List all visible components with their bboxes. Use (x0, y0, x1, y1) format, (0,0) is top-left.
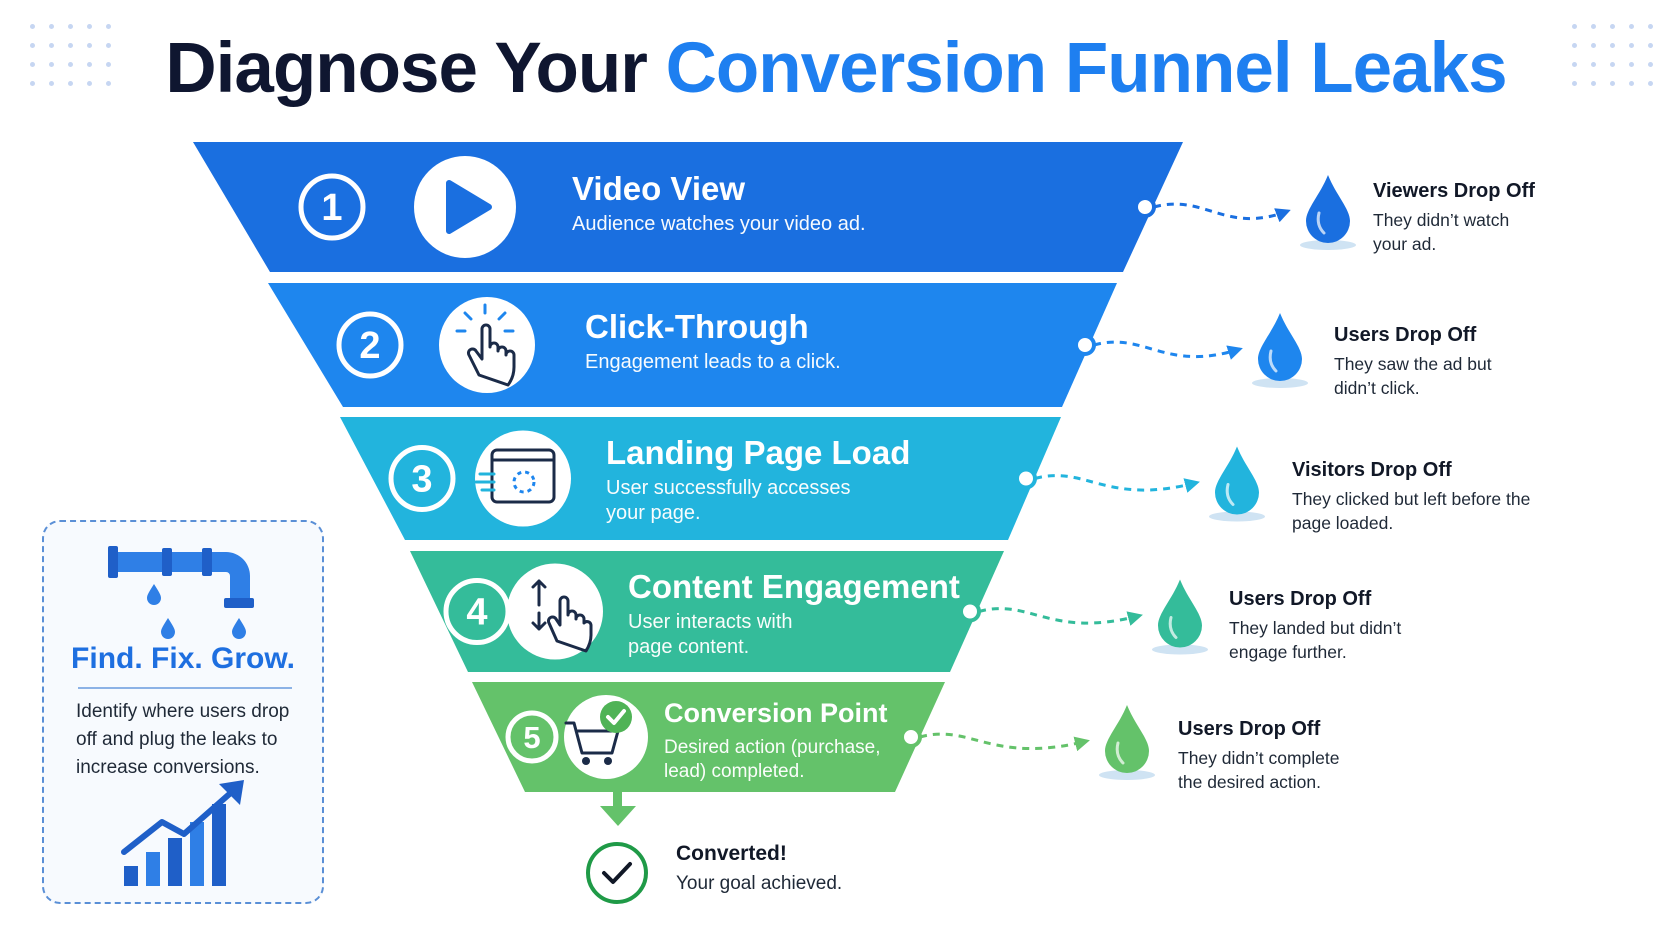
stage-3-desc: User successfully accesses your page. (606, 477, 851, 524)
leak-3-title: Visitors Drop Off (1292, 459, 1452, 481)
stage-4-icon-disc (507, 563, 603, 660)
stage-5-number-badge: 5 (505, 710, 559, 764)
stage-3-connector (1015, 467, 1200, 493)
leak-5-title: Users Drop Off (1178, 718, 1321, 740)
stage-4-desc: User interacts with page content. (628, 611, 793, 658)
leak-5-water-drop-icon (1099, 705, 1155, 780)
stage-4-title: Content Engagement (628, 568, 960, 605)
leak-2: Users Drop Off They saw the ad but didn’… (1334, 322, 1534, 400)
decorative-dots-left (30, 24, 111, 86)
leak-3: Visitors Drop Off They clicked but left … (1292, 457, 1552, 535)
side-card-graphics (108, 546, 254, 886)
stage-2-desc: Engagement leads to a click. (585, 351, 841, 373)
stage-5-number: 5 (523, 720, 540, 755)
page-title-part-2: Conversion Funnel Leaks (665, 29, 1508, 108)
side-card-divider (78, 687, 292, 689)
stage-3-number-badge: 3 (388, 445, 456, 512)
stage-2-number: 2 (359, 325, 380, 367)
converted-block: Converted! Your goal achieved. (676, 840, 842, 898)
stage-1-number: 1 (321, 187, 342, 229)
stage-5-text: Conversion Point Desired action (purchas… (664, 694, 894, 784)
stage-3-number: 3 (411, 459, 432, 501)
stage-2-number-badge: 2 (336, 311, 404, 379)
side-card-title: Find. Fix. Grow. (71, 642, 295, 675)
stage-1-title: Video View (572, 170, 746, 207)
stage-2-text: Click-Through Engagement leads to a clic… (585, 308, 985, 375)
stage-1-number-badge: 1 (298, 173, 366, 241)
stage-2-icon-disc (439, 297, 535, 393)
leak-3-desc: They clicked but left before the page lo… (1292, 489, 1531, 533)
converted-desc: Your goal achieved. (676, 873, 843, 894)
side-card: Find. Fix. Grow. Identify where users dr… (42, 520, 324, 904)
stage-2-title: Click-Through (585, 308, 809, 345)
page-title: Diagnose Your Conversion Funnel Leaks (0, 28, 1672, 109)
play-icon (446, 180, 492, 234)
pointer-click-icon (455, 303, 516, 387)
check-circle-icon (586, 842, 648, 904)
leak-5: Users Drop Off They didn’t complete the … (1178, 716, 1398, 794)
leak-2-water-drop-icon (1252, 313, 1308, 388)
stage-2-connector (1074, 334, 1243, 360)
leak-2-desc: They saw the ad but didn’t click. (1334, 354, 1492, 398)
leak-3-water-drop-icon (1209, 446, 1265, 522)
converted-title: Converted! (676, 842, 787, 865)
stage-5-desc: Desired action (purchase, lead) complete… (664, 737, 881, 782)
leak-4: Users Drop Off They landed but didn’t en… (1229, 586, 1449, 664)
stage-5-title: Conversion Point (664, 698, 888, 728)
leaking-pipe-icon (108, 546, 254, 639)
side-card-desc: Identify where users drop off and plug t… (76, 701, 290, 778)
stage-1-desc: Audience watches your video ad. (572, 213, 866, 235)
down-arrow-icon (600, 787, 636, 826)
leak-1: Viewers Drop Off They didn’t watch your … (1373, 178, 1573, 256)
cart-check-icon (564, 701, 632, 765)
leak-2-title: Users Drop Off (1334, 324, 1477, 346)
stage-3-title: Landing Page Load (606, 434, 911, 471)
scroll-gesture-icon (531, 579, 593, 653)
stage-4-text: Content Engagement User interacts with p… (628, 568, 960, 660)
leak-1-title: Viewers Drop Off (1373, 180, 1535, 202)
stage-1-connector (1134, 196, 1291, 223)
stage-3-text: Landing Page Load User successfully acce… (606, 434, 911, 526)
leak-5-desc: They didn’t complete the desired action. (1178, 748, 1340, 792)
stage-5-connector (900, 726, 1090, 752)
leak-4-water-drop-icon (1152, 579, 1208, 655)
leak-1-desc: They didn’t watch your ad. (1373, 210, 1510, 254)
stage-4-number: 4 (466, 592, 487, 634)
stage-1-text: Video View Audience watches your video a… (572, 170, 972, 237)
leak-4-desc: They landed but didn’t engage further. (1229, 618, 1402, 662)
stage-4-connector (959, 600, 1143, 626)
decorative-dots-right (1572, 24, 1653, 86)
leak-4-title: Users Drop Off (1229, 588, 1372, 610)
page-title-part-1: Diagnose Your (165, 29, 647, 108)
browser-loading-icon (474, 448, 556, 504)
growth-chart-icon (121, 780, 244, 886)
leak-1-water-drop-icon (1300, 175, 1356, 250)
